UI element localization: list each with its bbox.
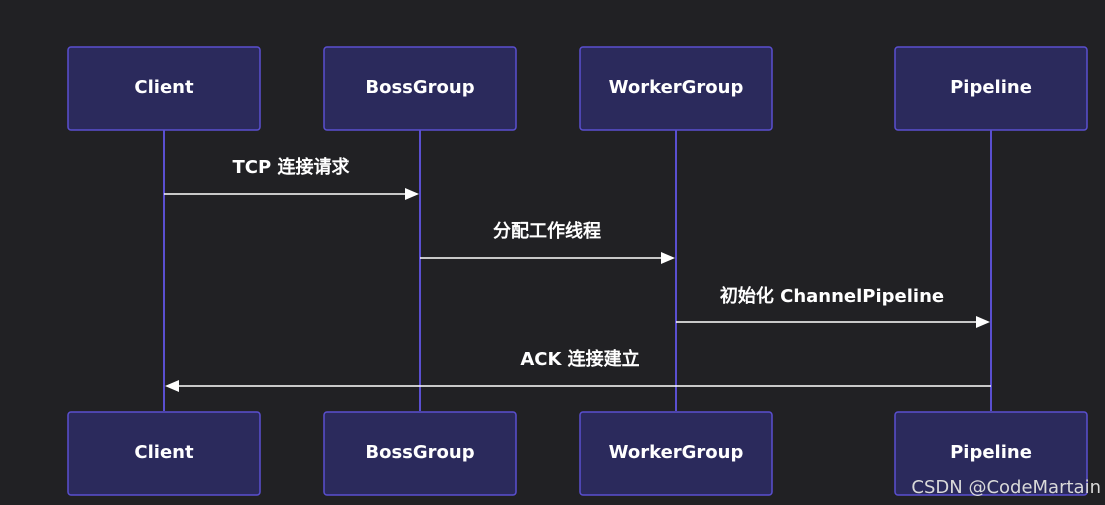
- actor-top-bossgroup-label: BossGroup: [365, 77, 474, 98]
- arrowhead-right-icon: [405, 188, 419, 200]
- actor-top-pipeline: Pipeline: [894, 46, 1088, 131]
- actor-bottom-pipeline-label: Pipeline: [950, 442, 1032, 463]
- actor-bottom-client-label: Client: [134, 442, 194, 463]
- watermark: CSDN @CodeMartain: [911, 477, 1101, 498]
- actor-bottom-workergroup: WorkerGroup: [579, 411, 773, 496]
- actor-bottom-bossgroup: BossGroup: [323, 411, 517, 496]
- actor-bottom-bossgroup-label: BossGroup: [365, 442, 474, 463]
- message-tcp-request-label: TCP 连接请求: [233, 156, 351, 178]
- actor-top-client-label: Client: [134, 77, 194, 98]
- actor-top-pipeline-label: Pipeline: [950, 77, 1032, 98]
- message-tcp-request: TCP 连接请求: [164, 156, 419, 200]
- actor-bottom-client: Client: [67, 411, 261, 496]
- message-ack: ACK 连接建立: [165, 348, 991, 392]
- message-assign-worker-label: 分配工作线程: [493, 220, 601, 242]
- actor-bottom-pipeline: Pipeline: [894, 411, 1088, 496]
- actor-bottom-workergroup-label: WorkerGroup: [609, 442, 744, 463]
- actor-top-workergroup-label: WorkerGroup: [609, 77, 744, 98]
- message-init-pipeline-label: 初始化 ChannelPipeline: [720, 285, 944, 307]
- message-ack-label: ACK 连接建立: [520, 348, 639, 370]
- actor-top-workergroup: WorkerGroup: [579, 46, 773, 131]
- arrowhead-right-icon: [976, 316, 990, 328]
- arrowhead-left-icon: [165, 380, 179, 392]
- actor-top-client: Client: [67, 46, 261, 131]
- message-assign-worker: 分配工作线程: [420, 220, 675, 264]
- arrowhead-right-icon: [661, 252, 675, 264]
- message-init-pipeline: 初始化 ChannelPipeline: [676, 285, 990, 328]
- actor-top-bossgroup: BossGroup: [323, 46, 517, 131]
